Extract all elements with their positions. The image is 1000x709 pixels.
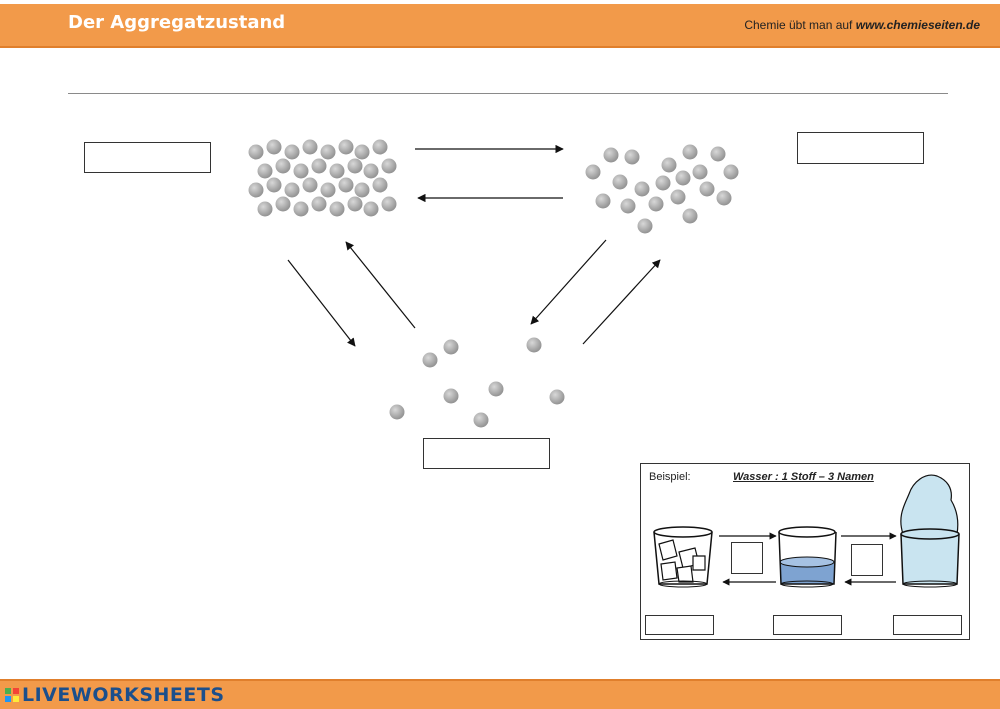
solid-particle <box>257 163 273 179</box>
liquid-particle <box>655 175 671 191</box>
liveworksheets-logo-icon <box>5 688 19 702</box>
gas-particle <box>549 389 565 405</box>
liquid-particle <box>716 190 732 206</box>
liquid-particle <box>723 164 739 180</box>
solid-particle <box>372 139 388 155</box>
water-beaker-icon <box>778 526 837 588</box>
liquid-particle <box>637 218 653 234</box>
solid-particle <box>347 158 363 174</box>
arrow-gas-to-liquid <box>582 259 661 345</box>
solid-particle <box>320 182 336 198</box>
gas-particle <box>473 412 489 428</box>
solid-particle <box>329 201 345 217</box>
solid-particle <box>293 163 309 179</box>
ice-beaker-icon <box>653 526 713 588</box>
answer-box-liquid[interactable] <box>797 132 924 164</box>
solid-particle <box>372 177 388 193</box>
solid-particle <box>311 196 327 212</box>
solid-particle <box>284 182 300 198</box>
solid-particle <box>293 201 309 217</box>
liquid-particle <box>603 147 619 163</box>
solid-particle <box>347 196 363 212</box>
example-transition-box-2[interactable] <box>851 544 883 576</box>
solid-particle <box>302 177 318 193</box>
solid-particle <box>381 158 397 174</box>
liquid-particle <box>595 193 611 209</box>
solid-particle <box>266 177 282 193</box>
example-name-box-water[interactable] <box>773 615 842 635</box>
tagline-text: Chemie übt man auf <box>744 18 853 32</box>
example-title: Wasser : 1 Stoff – 3 Namen <box>733 471 874 483</box>
solid-particle <box>311 158 327 174</box>
gas-particle <box>389 404 405 420</box>
liquid-particle <box>670 189 686 205</box>
gas-particle <box>443 339 459 355</box>
example-illustration <box>653 474 960 588</box>
site-link[interactable]: www.chemieseiten.de <box>855 18 980 32</box>
arrow-gas-to-solid <box>345 241 416 329</box>
liquid-particle <box>661 157 677 173</box>
liquid-particle <box>648 196 664 212</box>
example-box: Beispiel: Wasser : 1 Stoff – 3 Namen <box>640 463 970 640</box>
liquid-particle <box>620 198 636 214</box>
solid-particle <box>329 163 345 179</box>
footer-bar: LIVEWORKSHEETS <box>0 679 1000 709</box>
arrow-solid-to-gas <box>287 259 356 347</box>
solid-particle <box>363 163 379 179</box>
solid-particle <box>266 139 282 155</box>
solid-particle <box>363 201 379 217</box>
name-rule <box>68 93 948 94</box>
example-name-box-ice[interactable] <box>645 615 714 635</box>
answer-box-gas[interactable] <box>423 438 550 469</box>
liquid-particle <box>675 170 691 186</box>
solid-particles <box>248 139 397 217</box>
solid-particle <box>338 177 354 193</box>
transition-arrows <box>287 144 661 347</box>
liquid-particles <box>585 144 739 234</box>
example-label: Beispiel: <box>649 471 691 483</box>
header-tagline: Chemie übt man auf www.chemieseiten.de <box>744 18 980 32</box>
solid-particle <box>248 144 264 160</box>
gas-particle <box>422 352 438 368</box>
footer-brand[interactable]: LIVEWORKSHEETS <box>22 684 225 706</box>
solid-particle <box>354 182 370 198</box>
answer-box-solid[interactable] <box>84 142 211 173</box>
liquid-particle <box>710 146 726 162</box>
solid-particle <box>338 139 354 155</box>
header-bar: Der Aggregatzustand Chemie übt man auf w… <box>0 4 1000 48</box>
solid-particle <box>381 196 397 212</box>
gas-particle <box>488 381 504 397</box>
liquid-particle <box>682 144 698 160</box>
solid-particle <box>257 201 273 217</box>
liquid-particle <box>682 208 698 224</box>
solid-particle <box>320 144 336 160</box>
liquid-particle <box>624 149 640 165</box>
solid-particle <box>284 144 300 160</box>
solid-particle <box>354 144 370 160</box>
arrow-liquid-to-gas <box>530 239 607 325</box>
liquid-particle <box>585 164 601 180</box>
gas-particle <box>526 337 542 353</box>
liquid-particle <box>612 174 628 190</box>
solid-particle <box>302 139 318 155</box>
solid-particle <box>275 196 291 212</box>
liquid-particle <box>699 181 715 197</box>
page-title: Der Aggregatzustand <box>68 12 286 33</box>
example-transition-box-1[interactable] <box>731 542 763 574</box>
solid-particle <box>248 182 264 198</box>
gas-particles <box>389 337 565 428</box>
gas-particle <box>443 388 459 404</box>
solid-particle <box>275 158 291 174</box>
example-name-box-vapor[interactable] <box>893 615 962 635</box>
liquid-particle <box>692 164 708 180</box>
liquid-particle <box>634 181 650 197</box>
vapor-beaker-icon <box>900 474 960 588</box>
